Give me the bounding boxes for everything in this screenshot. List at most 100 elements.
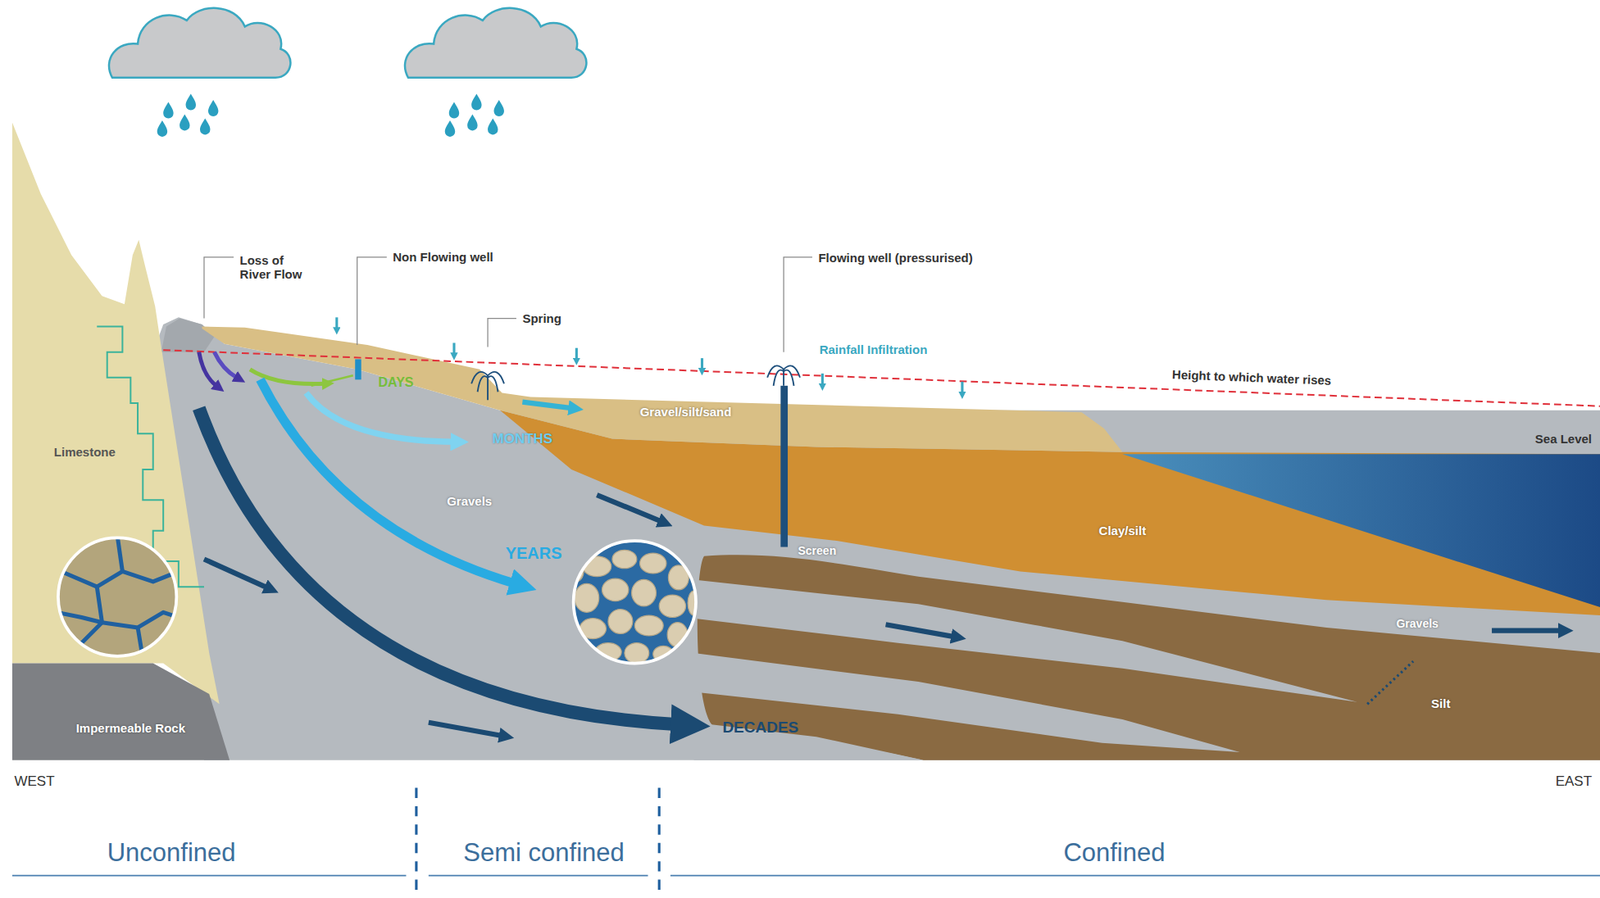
raindrop: [494, 100, 505, 117]
infiltration-arrow: [821, 373, 824, 386]
pebble: [624, 643, 650, 664]
raindrop: [163, 102, 173, 119]
spring-spray: [477, 376, 488, 392]
raindrop: [200, 118, 210, 135]
raindrop: [186, 94, 196, 111]
fracture: [101, 612, 178, 628]
travel-time-label: MONTHS: [492, 431, 554, 448]
flow-arrow: [596, 495, 661, 522]
leakage-line: [1367, 661, 1414, 705]
flow-arrow: [204, 559, 268, 589]
gravel-inset: [567, 540, 700, 664]
fracture: [61, 571, 179, 587]
gravel-aquifer: [153, 317, 1600, 761]
water-level-label: Height to which water rises: [1172, 367, 1332, 388]
process-label: Rainfall Infiltration: [819, 342, 928, 357]
fracture: [117, 536, 123, 573]
zone-underline: [12, 875, 407, 878]
raindrops: [157, 94, 219, 137]
zone-divider: [658, 787, 661, 898]
infiltration-arrow: [452, 342, 455, 355]
spring-stem: [486, 375, 489, 400]
sea-level-label: Sea Level: [1535, 431, 1592, 446]
screen-label: Screen: [798, 544, 837, 558]
inset-border: [573, 540, 696, 664]
flow-arrow: [1491, 628, 1562, 634]
rain-cloud: [404, 8, 587, 137]
flow-arrow: [428, 722, 503, 737]
layer-label: Impermeable Rock: [76, 721, 186, 736]
impermeable-rock: [12, 663, 230, 761]
layer-label: Gravel/silt/sand: [640, 404, 732, 419]
flow-arrow-decades: [199, 408, 679, 725]
flow-arrow: [886, 624, 955, 637]
raindrop: [208, 100, 219, 117]
travel-time-label: DAYS: [378, 375, 414, 391]
cloud-shape: [109, 8, 291, 78]
callout-label: Loss of River Flow: [240, 253, 313, 282]
rain-cloud: [109, 8, 291, 137]
zone-underline: [428, 875, 649, 878]
raindrops: [445, 94, 505, 137]
leader-line: [487, 318, 517, 348]
infiltration-arrow: [960, 381, 964, 394]
zone-label: Confined: [1063, 838, 1165, 869]
spray: [773, 370, 784, 387]
raindrop: [487, 118, 498, 135]
travel-time-label: DECADES: [722, 718, 799, 737]
spring-spray: [487, 376, 498, 392]
inset-circle: [58, 537, 177, 656]
fracture-network: [55, 536, 178, 664]
limestone-layer: [12, 122, 220, 705]
raindrop: [157, 120, 168, 137]
pebbles: [567, 550, 700, 664]
flowing-well-spray: [767, 365, 800, 386]
pebble: [659, 595, 686, 618]
leader-line: [783, 257, 813, 353]
zone-underlines: [12, 875, 1600, 878]
raindrop: [471, 94, 482, 111]
deep-flow-arrows: [204, 495, 1562, 737]
river-bed: [161, 318, 215, 353]
travel-time-label: YEARS: [505, 544, 563, 564]
pebble: [582, 556, 612, 578]
non-flowing-well: [354, 359, 361, 380]
pebble: [634, 615, 664, 637]
flow-arrow-shallow: [522, 402, 572, 409]
sea: [1122, 454, 1600, 608]
layer-label: Limestone: [54, 445, 116, 460]
callout-label: Spring: [522, 311, 562, 326]
zone-label: Unconfined: [107, 838, 237, 869]
pebble: [574, 583, 600, 613]
pebble: [631, 579, 657, 606]
raindrop: [445, 120, 455, 137]
infiltration-arrow: [575, 348, 578, 360]
river-loss-arrow: [199, 352, 217, 387]
spray: [783, 370, 794, 387]
river-loss-arrow: [213, 352, 237, 378]
inset-border: [58, 537, 177, 656]
flowing-well-pipe: [780, 386, 788, 548]
leader-line: [204, 257, 234, 319]
pebble: [608, 609, 633, 635]
pebble: [640, 553, 667, 574]
zone-label: Semi confined: [463, 838, 624, 869]
pebble: [612, 550, 637, 569]
raindrop: [467, 113, 478, 131]
zone-underline: [670, 875, 1600, 878]
raindrop: [449, 102, 460, 119]
inset-circle: [573, 540, 696, 664]
layer-label: Gravels: [1395, 617, 1438, 631]
pebble: [601, 578, 628, 601]
infiltration-arrow: [335, 317, 338, 329]
leader-line: [357, 257, 387, 346]
cloud-shape: [404, 8, 587, 78]
direction-label: WEST: [13, 773, 55, 791]
infiltration-arrows: [336, 317, 963, 393]
callout-label: Non Flowing well: [392, 250, 494, 264]
callout-label: Flowing well (pressurised): [818, 250, 973, 265]
layer-label: Silt: [1431, 696, 1450, 711]
direction-label: EAST: [1555, 773, 1592, 791]
water-level-line: [163, 350, 1600, 407]
